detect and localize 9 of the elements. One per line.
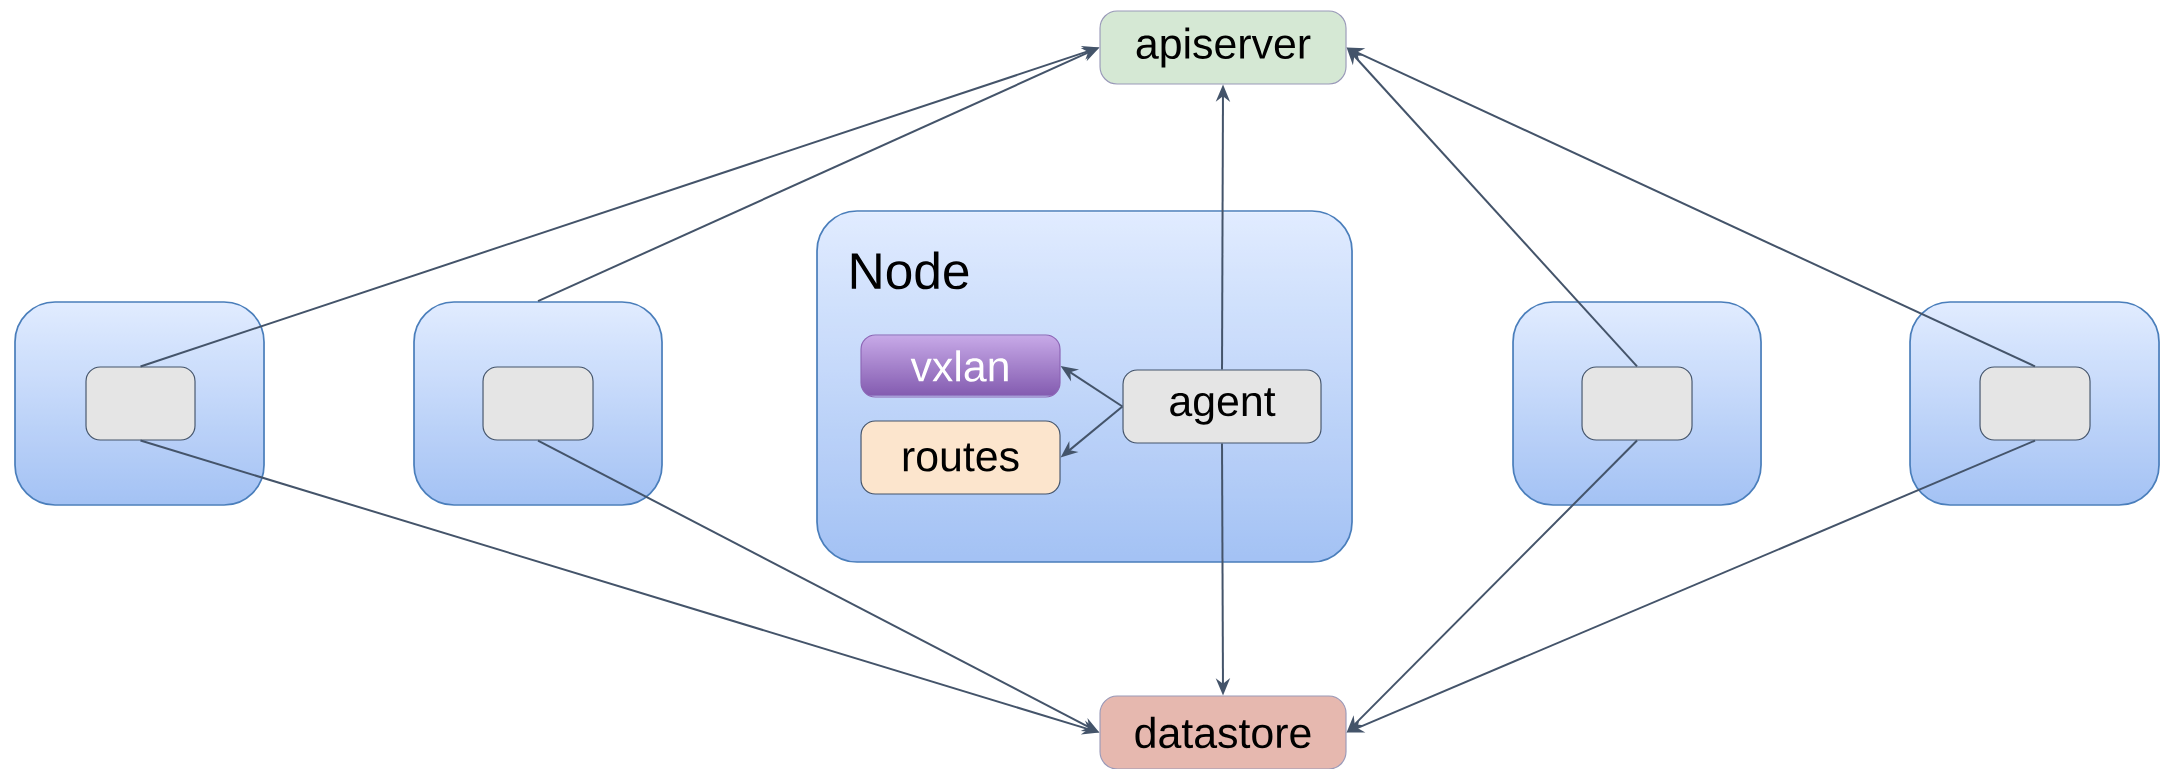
- storage-box: datastore: [1099, 695, 1347, 769]
- component-box: routes: [860, 420, 1061, 495]
- component-box: vxlan: [860, 334, 1061, 398]
- component-box: [1979, 366, 2091, 441]
- component-box: [1581, 366, 1693, 441]
- component-box: agent: [1122, 369, 1322, 444]
- server-box: apiserver: [1099, 10, 1347, 85]
- component-box: [85, 366, 196, 441]
- component-box: [482, 366, 594, 441]
